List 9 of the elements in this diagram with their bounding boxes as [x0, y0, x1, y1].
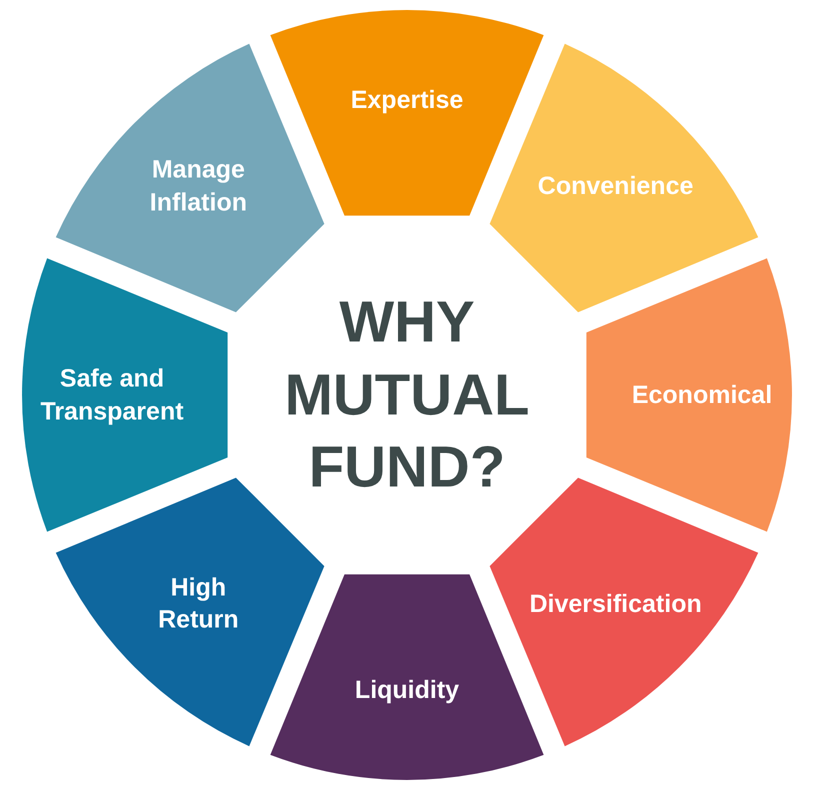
segment-label: Expertise: [350, 84, 464, 116]
center-heading: WHY MUTUAL FUND?: [272, 286, 542, 504]
segment-label: High Return: [157, 572, 240, 636]
segment-label: Liquidity: [354, 674, 460, 706]
segment-label: Convenience: [536, 171, 694, 202]
segment-label: Manage Inflation: [148, 154, 248, 218]
segment-label: Economical: [630, 380, 774, 411]
segment-label: Safe and Transparent: [39, 364, 185, 427]
segment-label: Diversification: [528, 588, 703, 620]
